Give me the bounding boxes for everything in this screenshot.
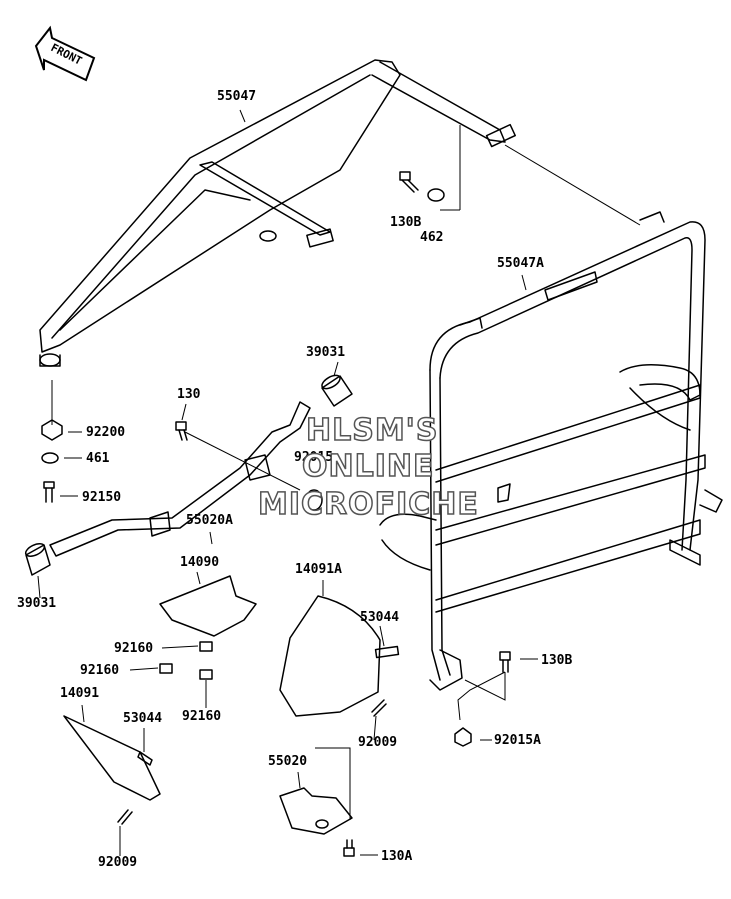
- guard-plate-14091a: [279, 595, 381, 717]
- label-39031-bottom: 39031: [17, 596, 56, 611]
- pad-92160-b-icon: [159, 663, 173, 674]
- label-92009-bottom: 92009: [98, 855, 137, 870]
- label-92160-c: 92160: [182, 709, 221, 724]
- nut-92015a-icon: [454, 727, 472, 747]
- screw-92009-bottom-icon: [117, 809, 133, 825]
- roll-bar-upper: [39, 59, 516, 367]
- watermark: HLSM'S ONLINE MICROFICHE: [257, 412, 479, 523]
- label-462: 462: [420, 230, 443, 245]
- watermark-line-2: ONLINE: [302, 449, 435, 484]
- label-14090: 14090: [180, 555, 219, 570]
- label-55020a: 55020A: [186, 513, 233, 528]
- label-14091a: 14091A: [295, 562, 342, 577]
- label-130a: 130A: [381, 849, 412, 864]
- bracket-55020: [279, 787, 353, 835]
- label-92150: 92150: [82, 490, 121, 505]
- label-92200: 92200: [86, 425, 125, 440]
- washer-461-icon: [41, 452, 59, 464]
- label-39031-top: 39031: [306, 345, 345, 360]
- label-92009-right: 92009: [358, 735, 397, 750]
- main-frame: [379, 211, 723, 691]
- label-connectors: [37, 109, 538, 856]
- leader-lines: [51, 125, 641, 820]
- washer-462-icon: [427, 188, 445, 202]
- label-130b-bottom: 130B: [541, 653, 572, 668]
- bolt-130a-icon: [343, 839, 355, 857]
- label-55047a: 55047A: [497, 256, 544, 271]
- clip-53044-right-icon: [374, 645, 400, 659]
- part-labels: 55047 55047A 130B 462 39031 130 92015 92…: [17, 89, 572, 870]
- label-461: 461: [86, 451, 110, 466]
- bolt-130b-bottom-icon: [499, 651, 511, 673]
- bolt-92150-icon: [43, 481, 55, 503]
- pad-92160-a-icon: [199, 641, 213, 652]
- label-130: 130: [177, 387, 201, 402]
- label-14091: 14091: [60, 686, 99, 701]
- label-53044-right: 53044: [360, 610, 399, 625]
- label-53044-left: 53044: [123, 711, 162, 726]
- collar-39031-top-icon: [321, 374, 353, 407]
- clip-53044-left-icon: [137, 751, 153, 766]
- watermark-line-1: HLSM'S: [306, 413, 438, 448]
- label-130b-top: 130B: [390, 215, 421, 230]
- bolt-130-icon: [175, 421, 188, 441]
- watermark-line-3: MICROFICHE: [258, 487, 479, 522]
- bolt-130b-top-icon: [399, 171, 419, 193]
- label-92015: 92015: [294, 450, 333, 465]
- bracket-14090: [159, 575, 257, 637]
- mounting-bar: [49, 401, 323, 557]
- plate-14091: [63, 715, 161, 801]
- label-92160-b: 92160: [80, 663, 119, 678]
- label-55047: 55047: [217, 89, 256, 104]
- label-92015a: 92015A: [494, 733, 541, 748]
- front-arrow-icon: FRONT: [34, 25, 96, 82]
- label-55020: 55020: [268, 754, 307, 769]
- label-92160-a: 92160: [114, 641, 153, 656]
- nut-92200-icon: [41, 419, 63, 441]
- pad-92160-c-icon: [199, 669, 213, 680]
- collar-39031-bottom-icon: [24, 543, 51, 576]
- screw-92009-right-icon: [371, 699, 387, 717]
